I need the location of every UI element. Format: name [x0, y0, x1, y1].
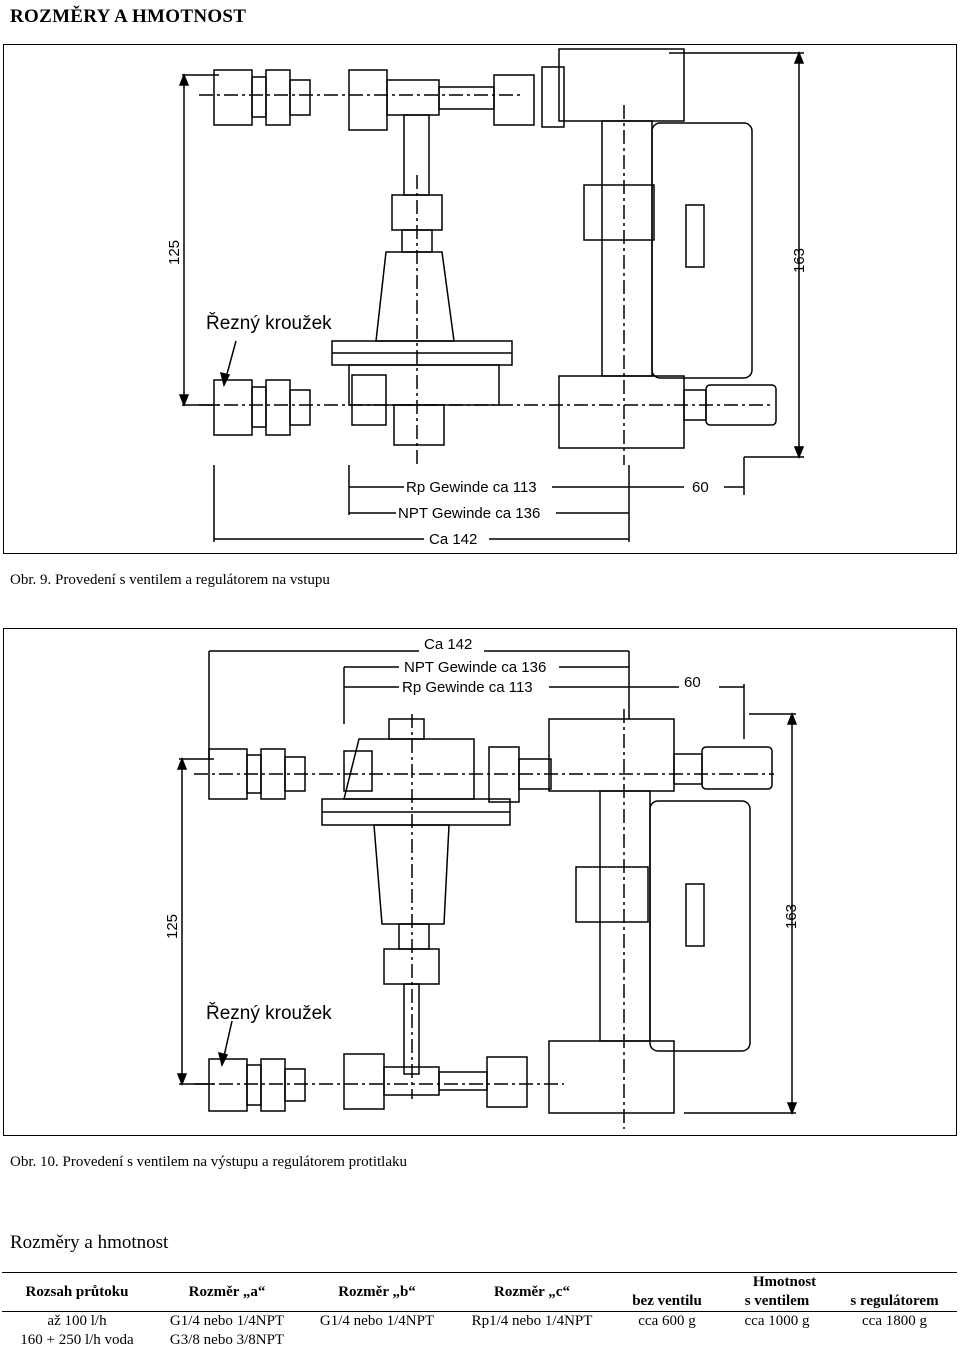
back-pressure-regulator-body	[321, 714, 552, 1099]
header-dim-a: Rozměr „a“	[152, 1272, 302, 1312]
figure-1-caption: Obr. 9. Provedení s ventilem a regulátor…	[10, 572, 330, 588]
top-dimensions-2	[208, 650, 745, 759]
cell-dim-a: G3/8 nebo 3/8NPT	[169, 1332, 285, 1348]
section-title: Rozměry a hmotnost	[10, 1232, 169, 1253]
dimension-125-left	[178, 72, 219, 408]
dim-npt-2: NPT Gewinde ca 136	[404, 659, 546, 676]
header-flow-range: Rozsah průtoku	[2, 1272, 152, 1312]
dim-60-2: 60	[684, 674, 701, 691]
figure-2-drawing: Ca 142 NPT Gewinde ca 136 Rp Gewinde ca …	[3, 628, 957, 1136]
header-dim-b: Rozměr „b“	[302, 1272, 452, 1312]
header-weight: Hmotnost	[612, 1272, 957, 1292]
dim-ca-1: Ca 142	[429, 531, 477, 548]
dim-163-label-1: 163	[791, 248, 808, 273]
outlet-fitting-bottom	[194, 1053, 564, 1112]
cell-weight-with-regulator: cca 1800 g	[832, 1311, 957, 1331]
cell-dim-b: G1/4 nebo 1/4NPT	[302, 1311, 452, 1331]
cell-weight-with-valve: cca 1000 g	[722, 1311, 832, 1331]
dim-rp-2: Rp Gewinde ca 113	[402, 679, 533, 696]
cell-empty	[302, 1331, 452, 1350]
technical-drawing-1: 125 163	[166, 48, 808, 548]
cut-ring-arrow-1	[219, 371, 231, 388]
dim-npt-1: NPT Gewinde ca 136	[398, 505, 540, 522]
dim-163-label-2: 163	[783, 904, 800, 929]
technical-drawing-2: Ca 142 NPT Gewinde ca 136 Rp Gewinde ca …	[164, 636, 800, 1129]
inlet-fitting-bottom	[199, 374, 774, 436]
table-row: 160 + 250 l/h voda G3/8 nebo 3/8NPT	[2, 1331, 957, 1350]
dim-rp-1: Rp Gewinde ca 113	[406, 479, 537, 496]
cell-empty	[612, 1331, 722, 1350]
cell-empty	[832, 1331, 957, 1350]
cut-ring-label-1: Řezný kroužek	[206, 312, 332, 334]
cell-empty	[452, 1331, 612, 1350]
header-weight-with-valve: s ventilem	[744, 1293, 810, 1309]
table-header-row: Rozsah průtoku Rozměr „a“ Rozměr „b“ Roz…	[2, 1272, 957, 1312]
dim-125-label-1: 125	[166, 240, 183, 265]
regulator-body	[331, 175, 513, 465]
header-weight-with-regulator: s regulátorem	[850, 1293, 939, 1309]
cell-flow-range: až 100 l/h	[2, 1311, 152, 1331]
cell-flow-range: 160 + 250 l/h voda	[20, 1332, 134, 1348]
cell-dim-c: Rp1/4 nebo 1/4NPT	[452, 1311, 612, 1331]
dimension-163-right	[669, 50, 805, 460]
flowmeter-body	[558, 48, 777, 465]
cell-empty	[722, 1331, 832, 1350]
cell-weight-no-valve: cca 600 g	[612, 1311, 722, 1331]
cell-dim-a: G1/4 nebo 1/4NPT	[152, 1311, 302, 1331]
header-dim-c: Rozměr „c“	[452, 1272, 612, 1312]
table-subheader-row: bez ventilu s ventilem s regulátorem	[2, 1292, 957, 1312]
dimension-125-left-2	[176, 756, 214, 1087]
flowmeter-body-2	[548, 709, 773, 1129]
figure-2-caption: Obr. 10. Provedení s ventilem na výstupu…	[10, 1154, 408, 1170]
cut-ring-label-2: Řezný kroužek	[206, 1002, 332, 1024]
dimensions-weight-table: Rozsah průtoku Rozměr „a“ Rozměr „b“ Roz…	[2, 1272, 957, 1350]
dim-60-1: 60	[692, 479, 709, 496]
regulator-inlet-elbow	[348, 66, 565, 196]
inlet-fitting-top	[199, 69, 524, 126]
table-row: až 100 l/h G1/4 nebo 1/4NPT G1/4 nebo 1/…	[2, 1311, 957, 1331]
page-title: ROZMĚRY A HMOTNOST	[10, 6, 247, 27]
figure-1-drawing: 125 163	[3, 44, 957, 554]
cut-ring-arrow-2	[217, 1051, 229, 1068]
dim-ca-2: Ca 142	[424, 636, 472, 653]
dim-125-label-2: 125	[164, 914, 181, 939]
header-weight-no-valve: bez ventilu	[632, 1293, 702, 1309]
dimension-163-right-2	[684, 711, 798, 1116]
outlet-fitting-top	[194, 748, 774, 800]
bottom-dimensions-1	[213, 457, 745, 542]
